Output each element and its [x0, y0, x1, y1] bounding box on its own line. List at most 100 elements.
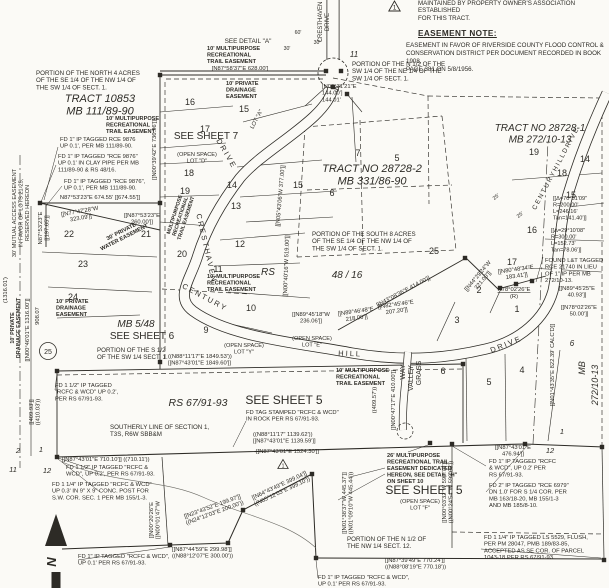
lot-24-w: 24	[68, 292, 78, 302]
dim-sec-bearings: [[N00°20'26"E[[N00°01'47"W	[149, 501, 162, 539]
lot-22-w: 22	[64, 229, 74, 239]
fd-note-2: FD 1" IP TAGGED "RCE 9876"UP 0.1' IN CLA…	[58, 154, 139, 173]
monument-markers	[37, 68, 607, 563]
triangle-1-map-label: 1	[282, 464, 285, 470]
dim-30ft-a: 30'	[314, 40, 321, 46]
lot-15-nw: 15	[239, 104, 249, 114]
dim-radial: N78°02'26"E	[498, 287, 531, 293]
lot-19-nw: 19	[180, 186, 190, 196]
fd-note-8: FD 1" IP TAGGED "RCFC & WCD",UP 0.1' PER…	[318, 575, 410, 588]
lot-11-top: 11	[350, 50, 358, 59]
dim-377-00: [[N05°43'06"W 377.00']]	[275, 165, 286, 227]
lot-4-se: 4	[519, 365, 524, 375]
sec-1: 1	[39, 445, 43, 454]
road-grass: GRASS	[416, 360, 423, 385]
lot-10-c: 10	[246, 303, 256, 313]
lot-12-c: 12	[235, 239, 245, 249]
private-drainage-w: 10' PRIVATEDRAINAGE EASEMENT	[10, 297, 22, 358]
lot-23-w: 23	[78, 259, 88, 269]
dim-628-00: [N87°58'37"E 628.00']	[212, 66, 269, 72]
lot-19-e: 19	[529, 147, 539, 157]
lot-25-plain: 25	[429, 246, 439, 256]
fd-note-11: FD 1 1/4" IP TAGGED LS 5529, FLUSH,PER P…	[484, 535, 588, 561]
dim-445-37: [[N01°38'37"W 445.37']]((N01°09'10"W 445…	[342, 472, 355, 535]
dim-25ft-b: 25'	[516, 211, 525, 220]
see-detail-a: SEE DETAIL "A"	[225, 38, 272, 45]
cul-de-sac-detail-a-circle	[317, 57, 349, 89]
lot-25-circle	[39, 342, 57, 360]
fd-note-4: FD 1 1/2" IP TAGGED "RCFC &WCD", UP 0.2'…	[66, 465, 155, 478]
lot-1-e: 1	[514, 304, 519, 314]
dim-410-00: [[N00°47'17"E 410.00']]	[391, 370, 397, 430]
lot-17-nw: 17	[200, 124, 210, 134]
dim-299-98: [[N87°44'59"E 299.98']]((N88°12'07"E 300…	[172, 547, 233, 560]
lot-7-mid: 7	[355, 148, 360, 158]
see-sheet-5-w: SEE SHEET 5	[245, 393, 322, 407]
mb-272-vert-a: MB	[577, 361, 587, 375]
dim-1316-01: (1316.01')	[3, 277, 9, 303]
section-center-lines	[19, 141, 549, 468]
lot-18-e: 18	[557, 168, 567, 178]
leader-lines	[40, 146, 602, 579]
dim-1316-00: [[N00°46'01"E 1316.00']]	[25, 298, 31, 361]
dim-197-65: N87°53'23"E[[197.65']]	[38, 211, 51, 244]
north-arrow: N	[44, 514, 67, 588]
rs-48-16-num: 48 / 16	[332, 270, 363, 281]
lot-6-se: 6	[440, 366, 445, 376]
dim-409-93: [[409.93']]((410.03'))	[29, 399, 42, 426]
fd-note-3: FD 1" IP TAGGED "RCE 9876",UP 0.1', PER …	[64, 179, 146, 192]
lot-16-e: 16	[527, 225, 537, 235]
dim-25ft-a: 25'	[492, 193, 501, 202]
lot-15-e: 15	[566, 190, 576, 200]
adjacent-tract-dashed-lines	[56, 77, 603, 535]
sec-11: 11	[9, 465, 17, 474]
dim-radial-r: (R)	[510, 294, 518, 300]
lot-9-c: 9	[203, 325, 208, 335]
easement-note-marker: 1	[393, 5, 397, 12]
southerly-line-label: SOUTHERLY LINE OF SECTION 1,T3S, R6W SBB…	[110, 424, 209, 438]
note-cutoff-text: MAINTAINED BY PROPERTY OWNER'S ASSOCIATI…	[418, 0, 576, 22]
rs-67-91-93: RS 67/91-93	[169, 397, 228, 409]
dim-1524-30: [[N87°43'01"E 1524.30']]	[256, 449, 319, 455]
rs-48-16-rs: RS	[261, 267, 275, 278]
see-sheet-7: SEE SHEET 7	[174, 131, 239, 142]
curve-data-2: [[Δ=29°10'08"R=300.00'L=152.73'Tan=78.06…	[551, 228, 585, 253]
mb-272-vert-b: 272/10-13	[590, 365, 600, 407]
dim-399-04: [[N64°43'49"E 399.04']]((N65°12'03"E 399…	[251, 470, 312, 507]
lot-16-nw: 16	[185, 97, 195, 107]
mutual-access-easement: 30' MUTUAL ACCESS EASEMENTIN FAVOR OF LO…	[12, 168, 31, 257]
open-space-lot-f: (OPEN SPACE)LOT "F"	[400, 499, 440, 511]
lot-6-mid: 6	[329, 188, 334, 198]
dim-1139-62: ((N88°11'17" 1139.62'))[[N87°43'01"E 113…	[253, 432, 316, 445]
dim-710-10: [[N87°43'01"E 710.10']] ((710.11'))	[62, 457, 150, 463]
dim-908-07: 908.07	[35, 307, 41, 325]
mb-5-48: MB 5/48	[117, 319, 155, 330]
fd-tag-note: FD TAG STAMPED "RCFC & WCD"IN ROCK PER R…	[246, 410, 339, 423]
lot-20-c: 20	[177, 249, 187, 259]
dim-409-57: ((409.57'))	[372, 387, 378, 414]
lot-5-se: 5	[486, 377, 491, 387]
easement-note-triangle-icon: 1	[388, 0, 401, 12]
lot-6-edge: 6	[570, 339, 575, 348]
dim-218-00: [[N89°46'48"E218.00']]	[338, 307, 376, 325]
lot-14-e: 14	[580, 154, 590, 164]
easement-note-block: MAINTAINED BY PROPERTY OWNER'S ASSOCIATI…	[388, 0, 609, 73]
dim-519-00: [[N00°40'16"W 519.00']]	[283, 235, 291, 297]
creek-line	[61, 461, 317, 549]
sec-12: 12	[43, 466, 52, 475]
